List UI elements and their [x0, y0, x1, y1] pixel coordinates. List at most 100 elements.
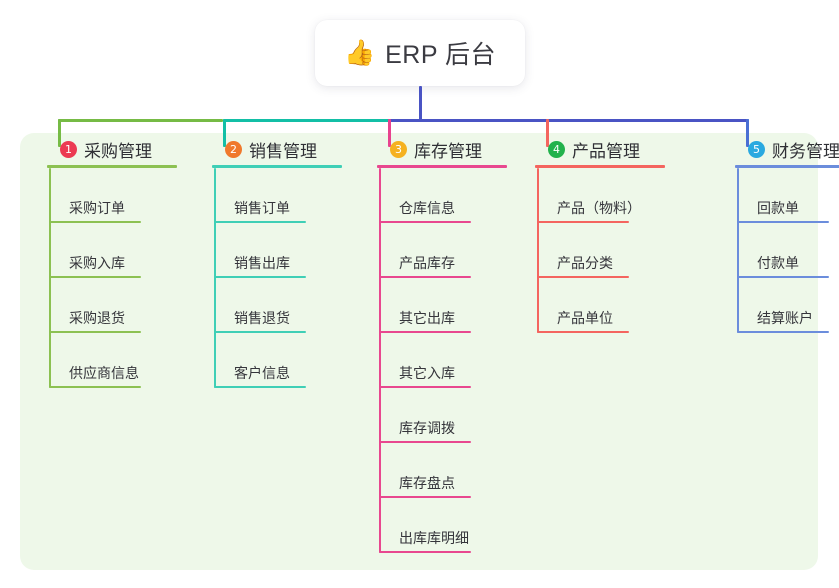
- branch-badge-2: 2: [225, 140, 242, 158]
- branch-leaf-rule: [379, 276, 471, 278]
- connector-drop-2: [223, 119, 226, 147]
- branch-spine-3: [379, 168, 381, 553]
- branch-spine-4: [537, 168, 539, 333]
- branch-leaf-item[interactable]: 采购入库: [49, 223, 189, 278]
- branch-leaf-label: 客户信息: [234, 365, 290, 381]
- branch-header-rule-4: [535, 165, 665, 168]
- branch-title-4: 产品管理: [572, 141, 640, 161]
- branch-items-2: 销售订单销售出库销售退货客户信息: [214, 168, 354, 388]
- branch-leaf-label: 付款单: [757, 255, 799, 271]
- branch-leaf-item[interactable]: 销售出库: [214, 223, 354, 278]
- branch-leaf-label: 库存盘点: [399, 475, 455, 491]
- branch-leaf-rule: [737, 276, 829, 278]
- branch-leaf-rule: [379, 496, 471, 498]
- branch-leaf-rule: [379, 221, 471, 223]
- branch-leaf-rule: [379, 441, 471, 443]
- connector-drop-5: [746, 119, 749, 147]
- branch-leaf-item[interactable]: 其它出库: [379, 278, 519, 333]
- branch-leaf-rule: [737, 221, 829, 223]
- branch-leaf-rule: [214, 331, 306, 333]
- branch-leaf-label: 销售订单: [234, 200, 290, 216]
- branch-leaf-rule: [537, 331, 629, 333]
- branch-leaf-item[interactable]: 付款单: [737, 223, 839, 278]
- branch-spine-5: [737, 168, 739, 333]
- branch-leaf-item[interactable]: 产品库存: [379, 223, 519, 278]
- branch-leaf-item[interactable]: 销售退货: [214, 278, 354, 333]
- branch-leaf-item[interactable]: 回款单: [737, 168, 839, 223]
- branch-leaf-rule: [379, 331, 471, 333]
- branch-leaf-item[interactable]: 结算账户: [737, 278, 839, 333]
- branch-items-4: 产品（物料） 产品分类产品单位: [537, 168, 677, 333]
- branch-leaf-label: 供应商信息: [69, 365, 139, 381]
- branch-leaf-item[interactable]: 库存盘点: [379, 443, 519, 498]
- branch-leaf-label: 库存调拨: [399, 420, 455, 436]
- branch-leaf-item[interactable]: 销售订单: [214, 168, 354, 223]
- branch-leaf-rule: [214, 276, 306, 278]
- branch-leaf-rule: [737, 331, 829, 333]
- branch-column-3: 3 库存管理仓库信息产品库存其它出库其它入库库存调拨库存盘点出库库明细: [369, 133, 519, 553]
- branch-leaf-rule: [49, 386, 141, 388]
- branch-items-1: 采购订单采购入库采购退货供应商信息: [49, 168, 189, 388]
- branch-leaf-label: 产品分类: [557, 255, 613, 271]
- branch-leaf-item[interactable]: 供应商信息: [49, 333, 189, 388]
- branch-header-3[interactable]: 3 库存管理: [369, 133, 519, 165]
- branch-leaf-rule: [537, 276, 629, 278]
- branch-title-5: 财务管理: [772, 141, 839, 161]
- branch-leaf-item[interactable]: 采购订单: [49, 168, 189, 223]
- branch-badge-5: 5: [748, 140, 765, 158]
- branch-header-5[interactable]: 5 财务管理: [727, 133, 839, 165]
- branch-leaf-label: 采购订单: [69, 200, 125, 216]
- branch-leaf-item[interactable]: 产品分类: [537, 223, 677, 278]
- branch-header-rule-3: [377, 165, 507, 168]
- branch-title-2: 销售管理: [249, 141, 317, 161]
- branch-leaf-label: 采购退货: [69, 310, 125, 326]
- branch-leaf-label: 结算账户: [757, 310, 813, 326]
- branch-leaf-item[interactable]: 采购退货: [49, 278, 189, 333]
- branch-title-3: 库存管理: [414, 141, 482, 161]
- branch-spine-1: [49, 168, 51, 388]
- branch-leaf-rule: [214, 221, 306, 223]
- branch-leaf-label: 产品单位: [557, 310, 613, 326]
- branch-leaf-label: 销售退货: [234, 310, 290, 326]
- connector-drop-4: [546, 119, 549, 147]
- branch-leaf-item[interactable]: 产品单位: [537, 278, 677, 333]
- connector-root-stem: [419, 86, 422, 122]
- branch-header-2[interactable]: 2 销售管理: [204, 133, 354, 165]
- branch-leaf-item[interactable]: 其它入库: [379, 333, 519, 388]
- branch-leaf-label: 其它出库: [399, 310, 455, 326]
- root-node-erp-backend[interactable]: 👍 ERP 后台: [315, 20, 525, 86]
- branch-leaf-rule: [49, 276, 141, 278]
- branch-header-rule-2: [212, 165, 342, 168]
- connector-drop-3: [388, 119, 391, 147]
- branch-leaf-rule: [214, 386, 306, 388]
- branch-column-2: 2 销售管理销售订单销售出库销售退货客户信息: [204, 133, 354, 388]
- branch-items-3: 仓库信息产品库存其它出库其它入库库存调拨库存盘点出库库明细: [379, 168, 519, 553]
- branch-leaf-item[interactable]: 产品（物料）: [537, 168, 677, 223]
- branch-leaf-rule: [537, 221, 629, 223]
- branch-leaf-item[interactable]: 出库库明细: [379, 498, 519, 553]
- branch-column-5: 5 财务管理回款单付款单结算账户: [727, 133, 839, 333]
- connector-bus-segment-teal: [223, 119, 390, 122]
- branch-header-rule-5: [735, 165, 839, 168]
- branch-leaf-rule: [49, 221, 141, 223]
- branch-leaf-rule: [379, 551, 471, 553]
- branch-leaf-label: 仓库信息: [399, 200, 455, 216]
- branch-leaf-label: 采购入库: [69, 255, 125, 271]
- branch-leaf-item[interactable]: 库存调拨: [379, 388, 519, 443]
- branch-header-rule-1: [47, 165, 177, 168]
- branch-leaf-item[interactable]: 仓库信息: [379, 168, 519, 223]
- branch-title-1: 采购管理: [84, 141, 152, 161]
- connector-bus-segment-blue: [388, 119, 749, 122]
- branch-leaf-item[interactable]: 客户信息: [214, 333, 354, 388]
- branch-badge-3: 3: [390, 140, 407, 158]
- branch-leaf-label: 回款单: [757, 200, 799, 216]
- connector-bus-segment-green: [58, 119, 223, 122]
- connector-drop-1: [58, 119, 61, 147]
- branch-spine-2: [214, 168, 216, 388]
